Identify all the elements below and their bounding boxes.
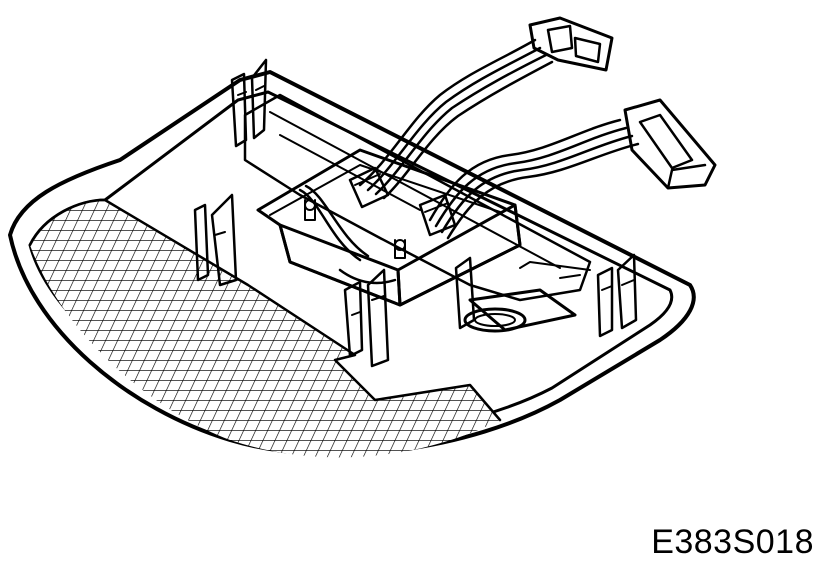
mounting-clip-front-left [193, 193, 238, 287]
speaker-grille [30, 200, 500, 458]
figure-reference-code: E383S018 [651, 523, 814, 561]
module-plug-left [348, 166, 390, 209]
mounting-clip-left [230, 58, 268, 148]
module-plug-right [418, 193, 457, 237]
mounting-clip-right [596, 253, 638, 338]
lamp-lens-opening [463, 288, 577, 333]
mounting-clip-center [343, 268, 390, 368]
connector-upper [528, 16, 614, 72]
rear-panel [243, 93, 592, 302]
wiring-harness-upper [358, 38, 554, 200]
housing-outer-rim [8, 70, 696, 457]
wiring-harness-right [428, 118, 640, 240]
connector-right [623, 98, 717, 190]
grille-border [28, 198, 502, 422]
